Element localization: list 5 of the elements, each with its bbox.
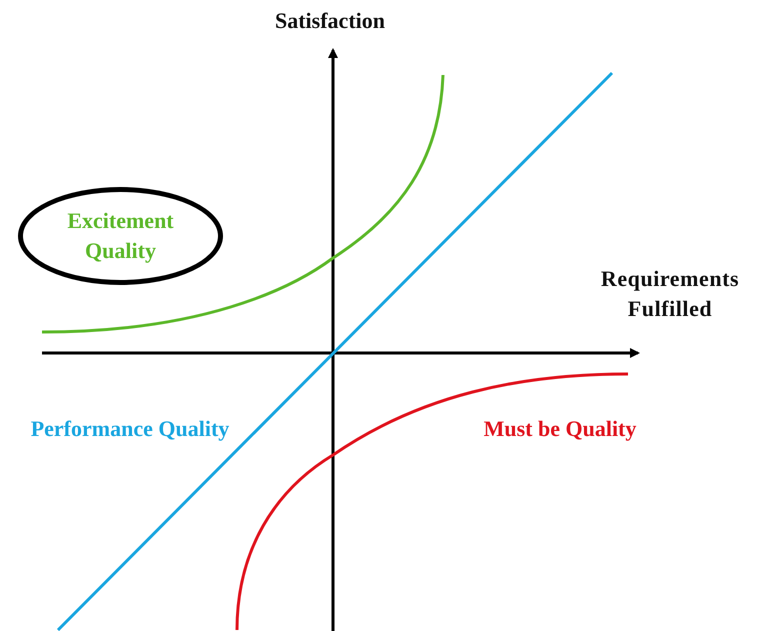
curve-label: Must be Quality <box>482 415 638 443</box>
axis-title: Requirements Fulfilled <box>600 265 740 323</box>
highlight-ellipse: Excitement Quality <box>18 187 223 285</box>
axis-title: Satisfaction <box>274 7 386 35</box>
curve-label: Performance Quality <box>30 415 230 443</box>
